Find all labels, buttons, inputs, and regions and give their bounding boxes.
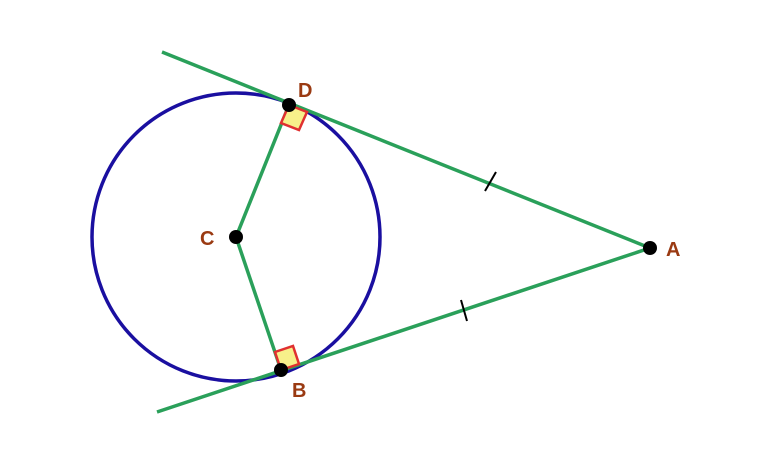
label-d: D — [298, 80, 312, 102]
tick-mark-ba — [460, 299, 468, 322]
label-a: A — [666, 239, 680, 261]
tick-mark-da — [484, 171, 497, 192]
point-a — [643, 241, 657, 255]
label-b: B — [292, 380, 306, 402]
label-c: C — [200, 228, 214, 250]
radius-cd — [234, 104, 291, 238]
tangent-line-da — [161, 50, 651, 250]
point-b — [274, 363, 288, 377]
tangent-line-ba — [156, 246, 651, 414]
radius-cb — [234, 236, 283, 371]
circle — [90, 91, 382, 383]
point-c — [229, 230, 243, 244]
point-d — [282, 98, 296, 112]
